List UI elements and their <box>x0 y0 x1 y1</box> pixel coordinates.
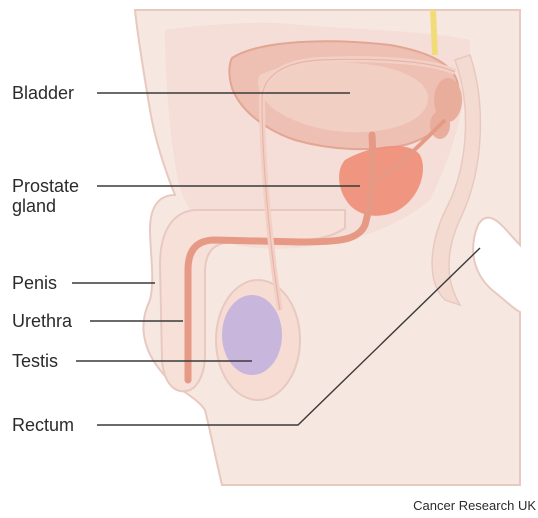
testis <box>222 295 282 375</box>
testis-label: Testis <box>12 351 58 371</box>
penis-label: Penis <box>12 273 57 293</box>
credit-text: Cancer Research UK <box>413 498 536 513</box>
prostate-label-line1: Prostate <box>12 176 79 196</box>
bladder-label: Bladder <box>12 83 74 103</box>
prostate-label-line2: gland <box>12 196 56 216</box>
rectum-label: Rectum <box>12 415 74 435</box>
urethra-label: Urethra <box>12 311 72 331</box>
